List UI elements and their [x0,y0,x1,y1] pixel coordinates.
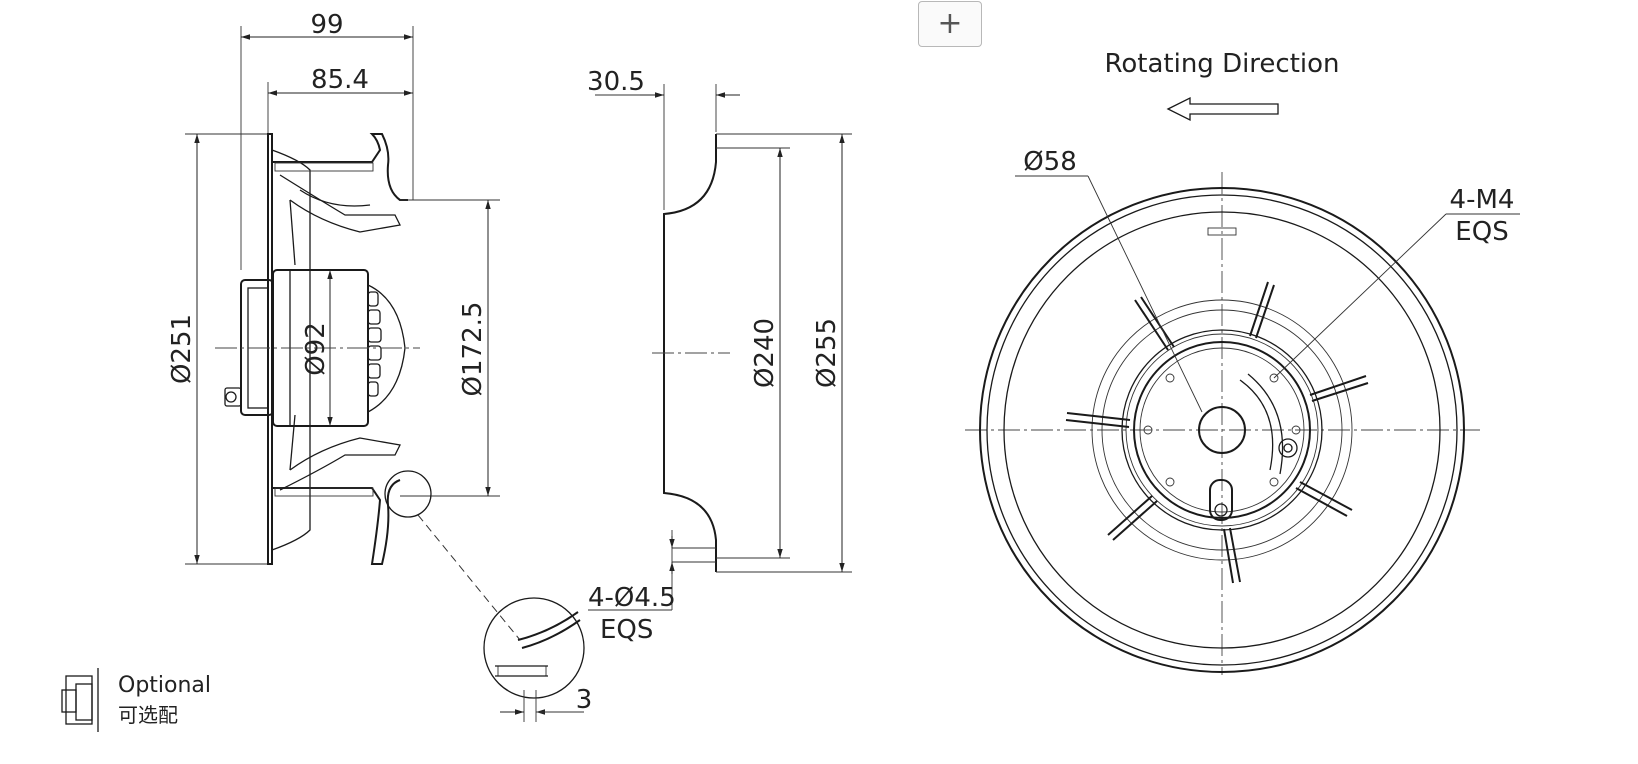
dim-hub-diameter: Ø58 [1023,147,1077,177]
inlet-ring-view [588,84,852,611]
dim-threads: 4-M4 [1450,185,1515,215]
legend-optional-cn: 可选配 [118,703,178,727]
optional-connector-icon [61,668,99,732]
legend-optional-en: Optional [118,673,211,698]
add-button[interactable]: + [918,1,982,47]
side-view [185,26,521,641]
dim-impeller-length: 85.4 [311,65,369,95]
dim-motor-diameter: Ø92 [301,322,331,376]
dim-overall-length: 99 [310,10,343,40]
rotation-arrow-icon [1166,96,1279,122]
front-view [965,172,1520,675]
plus-icon: + [937,6,963,41]
dim-outer-diameter: Ø251 [167,314,197,384]
dim-ring-holes: 4-Ø4.5 [588,583,676,613]
dim-ring-outer-diameter: Ø255 [812,318,842,388]
dim-threads-note: EQS [1455,217,1508,247]
dim-inlet-diameter: Ø172.5 [458,302,488,397]
dim-ring-holes-note: EQS [600,615,653,645]
dim-ring-inner-diameter: Ø240 [750,318,780,388]
detail-view [483,597,585,722]
dim-ring-depth: 30.5 [587,67,645,97]
rotating-direction-label: Rotating Direction [1104,49,1339,79]
dim-thickness: 3 [576,685,593,715]
